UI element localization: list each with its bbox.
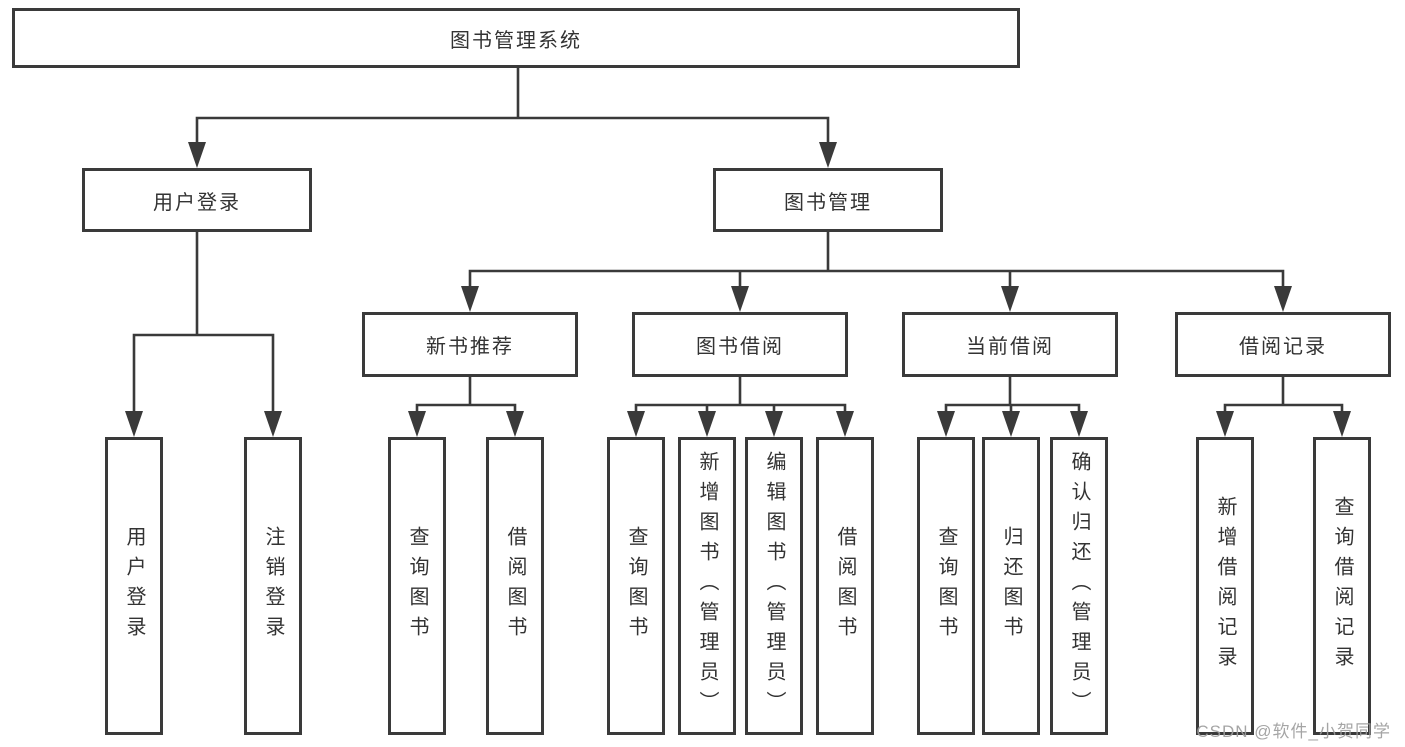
node-user-login: 用户登录 xyxy=(82,168,312,232)
leaf-query-books-current: 查询图书 xyxy=(917,437,975,735)
node-label: 查询图书 xyxy=(625,526,647,646)
node-label: 确认归还（管理员） xyxy=(1068,451,1090,721)
leaf-user-login: 用户登录 xyxy=(105,437,163,735)
leaf-query-borrow-record: 查询借阅记录 xyxy=(1313,437,1371,735)
leaf-edit-books-admin: 编辑图书（管理员） xyxy=(745,437,803,735)
node-label: 新增图书（管理员） xyxy=(696,451,718,721)
node-current-borrowing: 当前借阅 xyxy=(902,312,1118,377)
node-label: 当前借阅 xyxy=(966,336,1054,358)
node-label: 归还图书 xyxy=(1000,526,1022,646)
leaf-add-books-admin: 新增图书（管理员） xyxy=(678,437,736,735)
node-library-management-system: 图书管理系统 xyxy=(12,8,1020,68)
node-label: 用户登录 xyxy=(123,526,145,646)
node-label: 图书管理 xyxy=(784,191,872,214)
leaf-borrow-books: 借阅图书 xyxy=(816,437,874,735)
watermark: CSDN @软件_小贺同学 xyxy=(1196,722,1391,741)
node-label: 编辑图书（管理员） xyxy=(763,451,785,721)
node-borrowing-records: 借阅记录 xyxy=(1175,312,1391,377)
node-label: 借阅图书 xyxy=(834,526,856,646)
node-label: 借阅记录 xyxy=(1239,336,1327,358)
leaf-add-borrow-record: 新增借阅记录 xyxy=(1196,437,1254,735)
leaf-query-books-borrow: 查询图书 xyxy=(607,437,665,735)
node-book-borrowing: 图书借阅 xyxy=(632,312,848,377)
leaf-query-books-recommend: 查询图书 xyxy=(388,437,446,735)
leaf-borrow-books-recommend: 借阅图书 xyxy=(486,437,544,735)
node-book-management: 图书管理 xyxy=(713,168,943,232)
node-label: 新书推荐 xyxy=(426,336,514,358)
node-label: 查询借阅记录 xyxy=(1331,496,1353,676)
leaf-return-books: 归还图书 xyxy=(982,437,1040,735)
node-label: 借阅图书 xyxy=(504,526,526,646)
node-new-book-recommendation: 新书推荐 xyxy=(362,312,578,377)
node-label: 用户登录 xyxy=(153,191,241,214)
leaf-confirm-return-admin: 确认归还（管理员） xyxy=(1050,437,1108,735)
node-label: 注销登录 xyxy=(262,526,284,646)
node-label: 新增借阅记录 xyxy=(1214,496,1236,676)
node-label: 图书管理系统 xyxy=(450,29,582,52)
node-label: 查询图书 xyxy=(935,526,957,646)
node-label: 图书借阅 xyxy=(696,336,784,358)
leaf-logout: 注销登录 xyxy=(244,437,302,735)
node-label: 查询图书 xyxy=(406,526,428,646)
